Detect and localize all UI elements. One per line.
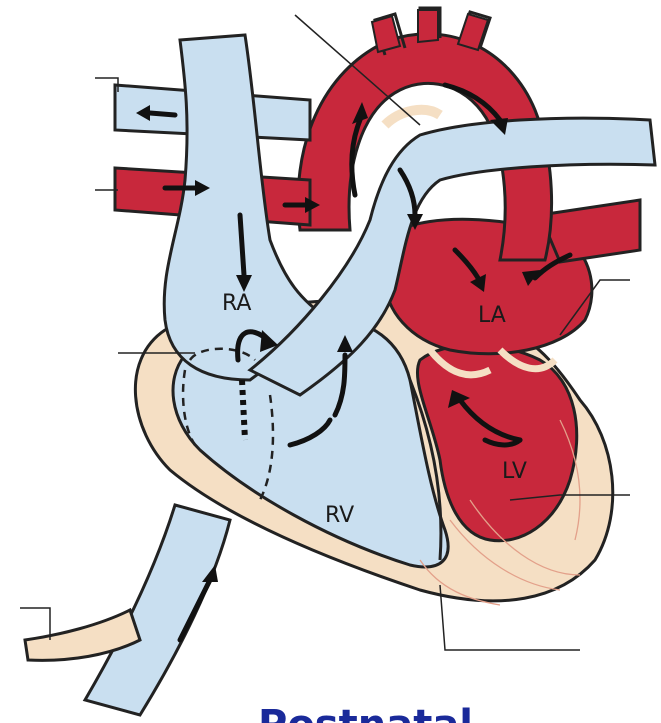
caption-postnatal: Postnatal [258, 702, 473, 723]
inferior-vena-cava [85, 505, 230, 715]
label-lv: LV [502, 459, 527, 484]
ligamentum-arteriosum [385, 110, 440, 125]
label-rv: RV [325, 503, 354, 528]
label-ra: RA [222, 291, 251, 316]
pulmonary-vein-right [540, 200, 640, 262]
label-la: LA [478, 303, 506, 328]
